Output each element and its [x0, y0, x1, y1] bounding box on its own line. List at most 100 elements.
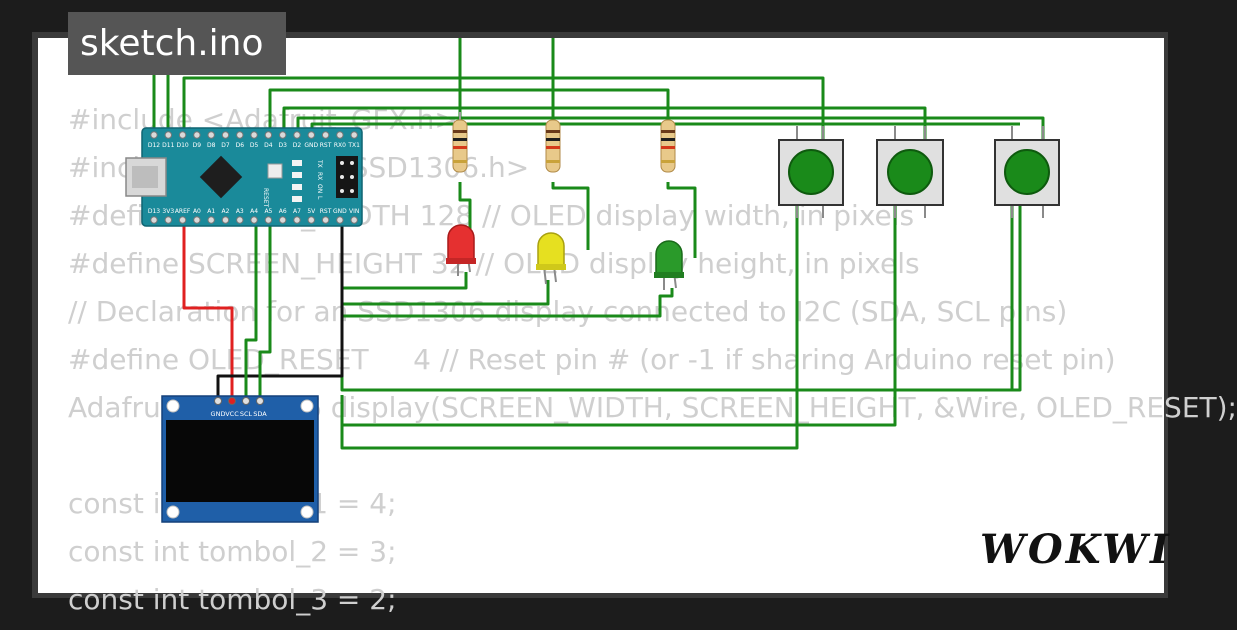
- arduino-pin: [264, 131, 273, 139]
- led-yellow[interactable]: [536, 232, 566, 285]
- code-line: const int tombol_3 = 2;: [68, 583, 397, 616]
- arduino-pin-label: A3: [236, 208, 244, 215]
- arduino-pin: [293, 131, 301, 139]
- arduino-pin-label: D8: [207, 142, 216, 149]
- arduino-pin-label: A5: [264, 208, 272, 215]
- wire: [458, 182, 472, 243]
- arduino-pin-label: D4: [264, 142, 273, 149]
- wokwi-logo: WOKWI: [980, 526, 1172, 573]
- arduino-pin: [193, 131, 201, 139]
- file-name-tab[interactable]: sketch.ino: [68, 12, 286, 75]
- resistor[interactable]: [452, 112, 468, 173]
- arduino-pin-label: A0: [193, 208, 201, 215]
- arduino-pin: [178, 131, 187, 139]
- arduino-pin: [250, 216, 258, 224]
- icsp-header: [336, 156, 358, 198]
- arduino-pin: [264, 216, 273, 224]
- wire: [258, 222, 272, 398]
- arduino-pin: [279, 131, 287, 139]
- arduino-pin: [307, 216, 315, 224]
- wire: [244, 222, 258, 398]
- arduino-pin: [321, 131, 330, 139]
- arduino-pin: [150, 216, 158, 224]
- arduino-pin: [236, 131, 244, 139]
- arduino-pin: [207, 131, 215, 139]
- led-green[interactable]: [654, 240, 684, 290]
- board-label: TX: [316, 159, 323, 168]
- arduino-pin-label: D9: [193, 142, 202, 149]
- arduino-pin-label: D12: [148, 142, 160, 149]
- arduino-pin: [164, 131, 173, 139]
- arduino-pin-label: D6: [236, 142, 245, 149]
- arduino-pin: [250, 131, 258, 139]
- arduino-pin-label: 5V: [307, 208, 316, 215]
- wire: [342, 288, 674, 318]
- board-label: RESET: [262, 188, 269, 208]
- wire: [340, 205, 799, 450]
- arduino-pin: [193, 216, 201, 224]
- arduino-pin: [221, 131, 230, 139]
- oled-pin-label: SCL: [240, 410, 253, 418]
- oled-pin-label: GND: [211, 410, 226, 418]
- arduino-pin-label: RST: [320, 142, 332, 149]
- wire: [342, 205, 897, 427]
- led-red[interactable]: [446, 224, 476, 276]
- arduino-pin-label: VIN: [349, 208, 359, 215]
- mcu-chip: [199, 155, 243, 199]
- arduino-pin-label: D13: [148, 208, 160, 215]
- code-line: #define OLED_RESET 4 // Reset pin # (or …: [68, 343, 1116, 376]
- code-line: const int tombol_2 = 3;: [68, 535, 397, 568]
- oled-display[interactable]: GND VCC SCL SDA: [161, 395, 319, 523]
- arduino-pin-label: A1: [207, 208, 215, 215]
- wire: [216, 222, 344, 398]
- arduino-pin: [236, 216, 244, 224]
- arduino-pin-label: RX0: [334, 142, 346, 149]
- arduino-pin-label: D11: [162, 142, 174, 149]
- oled-screen: [166, 420, 314, 502]
- arduino-pin: [350, 216, 358, 224]
- arduino-pin-label: 3V3: [162, 208, 174, 215]
- arduino-pin-label: A4: [250, 208, 258, 215]
- resistor[interactable]: [660, 119, 676, 173]
- arduino-pin-label: D2: [293, 142, 302, 149]
- arduino-pin-label: D10: [176, 142, 188, 149]
- arduino-pin-label: TX1: [347, 142, 360, 149]
- arduino-pin: [207, 216, 215, 224]
- wire: [551, 182, 590, 250]
- arduino-pin: [178, 216, 187, 224]
- arduino-pin-label: AREF: [175, 208, 191, 215]
- pushbutton[interactable]: [778, 126, 844, 218]
- arduino-pin-label: RST: [320, 208, 332, 215]
- arduino-pin: [336, 216, 344, 224]
- arduino-pin-label: A2: [222, 208, 230, 215]
- wire: [170, 220, 234, 398]
- arduino-pin: [279, 216, 287, 224]
- arduino-pin-label: A7: [293, 208, 301, 215]
- resistor[interactable]: [545, 119, 561, 173]
- pushbutton[interactable]: [994, 126, 1060, 218]
- arduino-pin: [150, 131, 158, 139]
- wire: [268, 88, 670, 133]
- board-label: RX: [316, 172, 323, 180]
- code-line: // Declaration for an SSD1306 display co…: [68, 295, 1068, 328]
- arduino-pin: [293, 216, 301, 224]
- arduino-pin-label: GND: [333, 208, 347, 215]
- arduino-pin: [307, 131, 315, 139]
- arduino-pin-label: GND: [304, 142, 318, 149]
- oled-pin-label: SDA: [253, 410, 267, 418]
- arduino-pin: [321, 216, 330, 224]
- wire: [666, 182, 697, 258]
- arduino-pin: [164, 216, 173, 224]
- arduino-pin-label: D5: [250, 142, 259, 149]
- board-label: L: [316, 196, 323, 200]
- arduino-pin: [336, 131, 344, 139]
- arduino-pin-label: A6: [279, 208, 287, 215]
- arduino-pin: [350, 131, 358, 139]
- arduino-pin: [221, 216, 230, 224]
- arduino-pin-label: D7: [221, 142, 230, 149]
- reset-button: [267, 163, 283, 179]
- wire: [342, 280, 550, 306]
- pushbutton[interactable]: [876, 126, 944, 218]
